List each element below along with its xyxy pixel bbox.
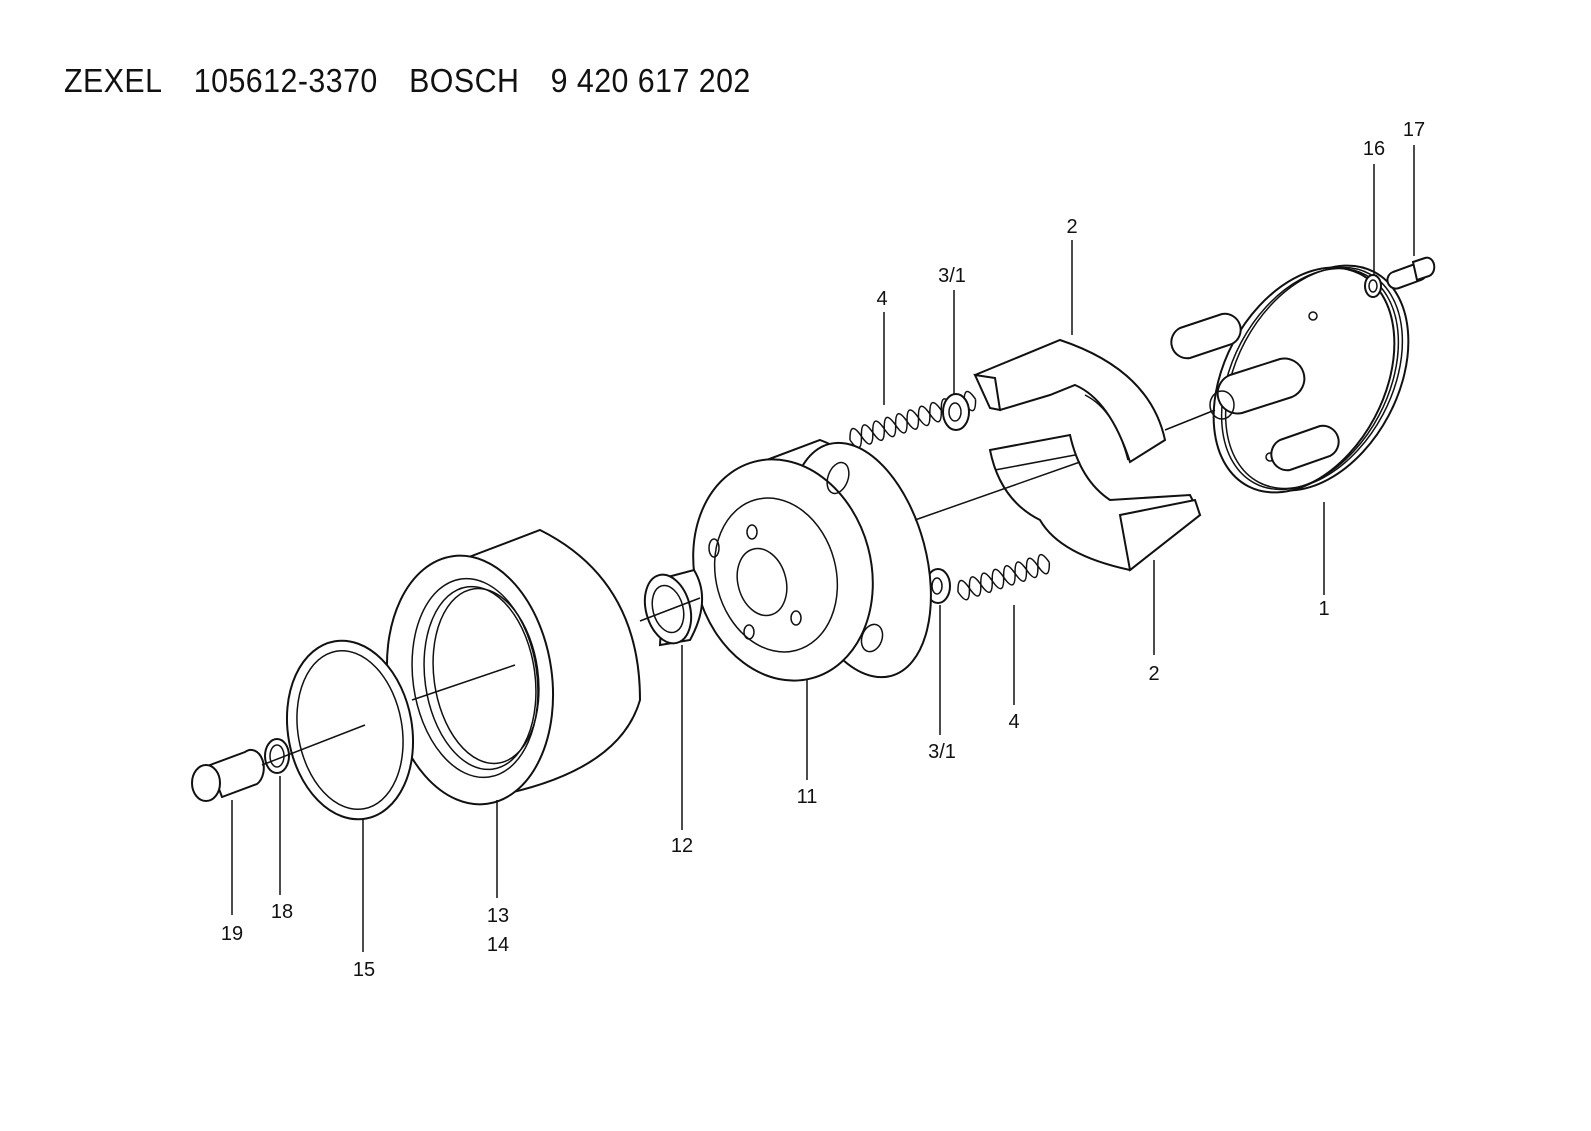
callout-11: 11 — [797, 786, 818, 808]
callout-17: 17 — [1403, 119, 1425, 141]
callout-4-upper: 4 — [876, 288, 887, 310]
part-2-flyweight-upper — [973, 338, 1167, 464]
part-13-14-housing — [385, 528, 642, 806]
callout-12: 12 — [671, 835, 693, 857]
part-11-hub — [692, 438, 932, 682]
callout-14: 14 — [487, 934, 509, 956]
callout-15: 15 — [353, 959, 375, 981]
title-brand-bosch: BOSCH — [409, 62, 520, 99]
callout-4-lower: 4 — [1008, 711, 1019, 733]
part-17-plug — [1386, 256, 1436, 290]
part-15-seal-ring — [285, 639, 415, 821]
leader-lines — [231, 145, 1415, 952]
callout-18: 18 — [271, 901, 293, 923]
diagram-title: ZEXEL 105612-3370 BOSCH 9 420 617 202 — [64, 62, 751, 100]
callout-16: 16 — [1363, 138, 1385, 160]
title-brand-zexel: ZEXEL — [64, 62, 163, 99]
callout-2-upper: 2 — [1066, 216, 1077, 238]
title-part-number-zexel: 105612-3370 — [193, 62, 378, 99]
assembly-axis-lines — [261, 409, 1216, 766]
part-1-flange-plate — [1170, 264, 1410, 494]
callout-3-1-lower: 3/1 — [928, 741, 956, 763]
part-4-spring-lower — [957, 553, 1051, 601]
callout-13: 13 — [487, 905, 509, 927]
title-part-number-bosch: 9 420 617 202 — [550, 62, 751, 99]
callout-2-lower: 2 — [1148, 663, 1159, 685]
part-2-flyweight-lower — [988, 433, 1202, 572]
part-19-plug — [191, 748, 265, 802]
callout-19: 19 — [221, 923, 243, 945]
part-18-washer — [264, 738, 290, 774]
callout-3-1-upper: 3/1 — [938, 265, 966, 287]
part-3-1-washer-upper — [942, 393, 970, 431]
part-16-washer — [1364, 274, 1382, 298]
callout-1: 1 — [1318, 598, 1329, 620]
